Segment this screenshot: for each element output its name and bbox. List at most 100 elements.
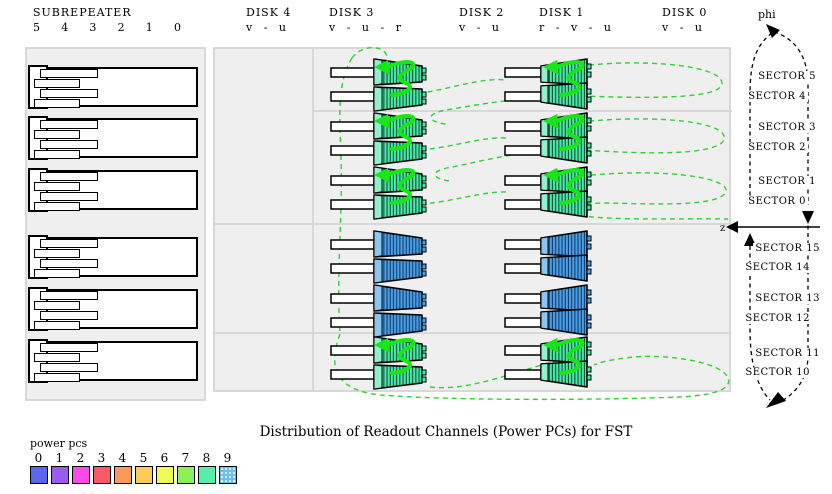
board-pin xyxy=(34,150,80,159)
disk3-layers: v - u - r xyxy=(329,21,402,34)
readout-pin xyxy=(504,369,542,380)
legend-entry: 0 xyxy=(30,451,48,484)
board-pin xyxy=(34,182,80,191)
sector-ellipse-right xyxy=(773,31,809,205)
board-pin xyxy=(34,353,80,362)
z-axis-label: z xyxy=(720,223,725,234)
z-arrowhead-icon xyxy=(726,221,738,233)
disk0-header: DISK 0 xyxy=(662,6,708,19)
legend-entry: 5 xyxy=(135,451,153,484)
wedge xyxy=(540,230,592,258)
channel-label: 4 xyxy=(61,21,69,34)
disk1-header: DISK 1 xyxy=(539,6,585,19)
wedge xyxy=(373,194,427,220)
readout-pin xyxy=(504,67,542,78)
panel-divider xyxy=(312,49,314,390)
board-pin xyxy=(34,202,80,211)
wedge xyxy=(540,254,592,282)
legend-swatch xyxy=(156,466,174,484)
disk-unit xyxy=(330,336,427,390)
sector-label: SECTOR 1 xyxy=(756,176,818,187)
board-pin xyxy=(34,321,80,330)
legend-entry: 6 xyxy=(156,451,174,484)
board-pin xyxy=(34,249,80,258)
legend-swatch xyxy=(219,466,237,484)
sector-label: SECTOR 12 xyxy=(743,313,812,324)
board-pin xyxy=(34,301,80,310)
board-pin xyxy=(40,363,98,372)
readout-pin xyxy=(504,121,542,132)
wedge xyxy=(373,230,427,258)
subrepeater-board xyxy=(28,339,198,383)
board-pin xyxy=(40,291,98,300)
legend-entry: 2 xyxy=(72,451,90,484)
disk4-header: DISK 4 xyxy=(246,6,292,19)
legend-entry: 9 xyxy=(219,451,237,484)
disk1-layers: r - v - u xyxy=(539,21,612,34)
readout-pin xyxy=(504,145,542,156)
subrepeater-title: SUBREPEATER xyxy=(33,6,132,19)
legend-entry-label: 4 xyxy=(118,451,127,465)
legend-swatch xyxy=(114,466,132,484)
legend-title: power pcs xyxy=(30,437,88,450)
board-pin xyxy=(34,99,80,108)
board-pin xyxy=(34,373,80,382)
disk3-header: DISK 3 xyxy=(329,6,375,19)
sector-label: SECTOR 14 xyxy=(743,262,812,273)
sector-label: SECTOR 13 xyxy=(753,293,822,304)
sector-label: SECTOR 0 xyxy=(746,196,808,207)
disk-unit xyxy=(330,166,427,220)
wedge xyxy=(373,140,427,166)
disk-unit xyxy=(330,58,427,112)
readout-pin xyxy=(330,199,375,210)
board-pin xyxy=(40,69,98,78)
wedge xyxy=(373,86,427,112)
legend-entry-label: 5 xyxy=(139,451,148,465)
readout-pin xyxy=(330,263,375,274)
disk-unit xyxy=(330,112,427,166)
readout-pin xyxy=(330,293,375,304)
disk-unit xyxy=(330,230,427,284)
board-pin xyxy=(40,259,98,268)
readout-pin xyxy=(330,317,375,328)
sector-label: SECTOR 15 xyxy=(753,243,822,254)
sector-label: SECTOR 10 xyxy=(743,367,812,378)
readout-pin xyxy=(504,345,542,356)
readout-pin xyxy=(504,263,542,274)
legend-entry-label: 6 xyxy=(160,451,169,465)
readout-pin xyxy=(330,145,375,156)
readout-pin xyxy=(330,345,375,356)
board-pin xyxy=(40,120,98,129)
readout-pin xyxy=(504,175,542,186)
subrepeater-board xyxy=(28,168,198,212)
board-pin xyxy=(40,239,98,248)
legend-swatch xyxy=(72,466,90,484)
legend-entry-label: 3 xyxy=(97,451,106,465)
wedge xyxy=(373,258,427,284)
figure-caption: Distribution of Readout Channels (Power … xyxy=(259,424,633,440)
subrepeater-board xyxy=(28,287,198,331)
disk-unit xyxy=(504,284,592,336)
sector-label: SECTOR 4 xyxy=(746,91,808,102)
disk-unit xyxy=(504,112,592,164)
panel-divider xyxy=(215,332,729,334)
up-arrowhead-icon xyxy=(744,233,756,246)
legend-entry-label: 7 xyxy=(181,451,190,465)
channel-label: 1 xyxy=(145,21,153,34)
power-pc-legend: power pcs 0 1 2 3 4 5 6 7 8 9 xyxy=(30,437,237,484)
legend-entry: 1 xyxy=(51,451,69,484)
readout-pin xyxy=(504,317,542,328)
legend-entry: 7 xyxy=(177,451,195,484)
wedge xyxy=(540,284,592,312)
bottom-arrowhead-icon xyxy=(766,392,786,408)
disk2-header: DISK 2 xyxy=(459,6,505,19)
legend-swatch xyxy=(198,466,216,484)
panel-divider xyxy=(215,223,729,225)
legend-entry-label: 9 xyxy=(223,451,232,465)
board-pin xyxy=(40,192,98,201)
sector-label: SECTOR 5 xyxy=(756,71,818,82)
board-pin xyxy=(40,89,98,98)
board-pin xyxy=(40,311,98,320)
readout-pin xyxy=(504,293,542,304)
legend-entry-label: 1 xyxy=(55,451,64,465)
